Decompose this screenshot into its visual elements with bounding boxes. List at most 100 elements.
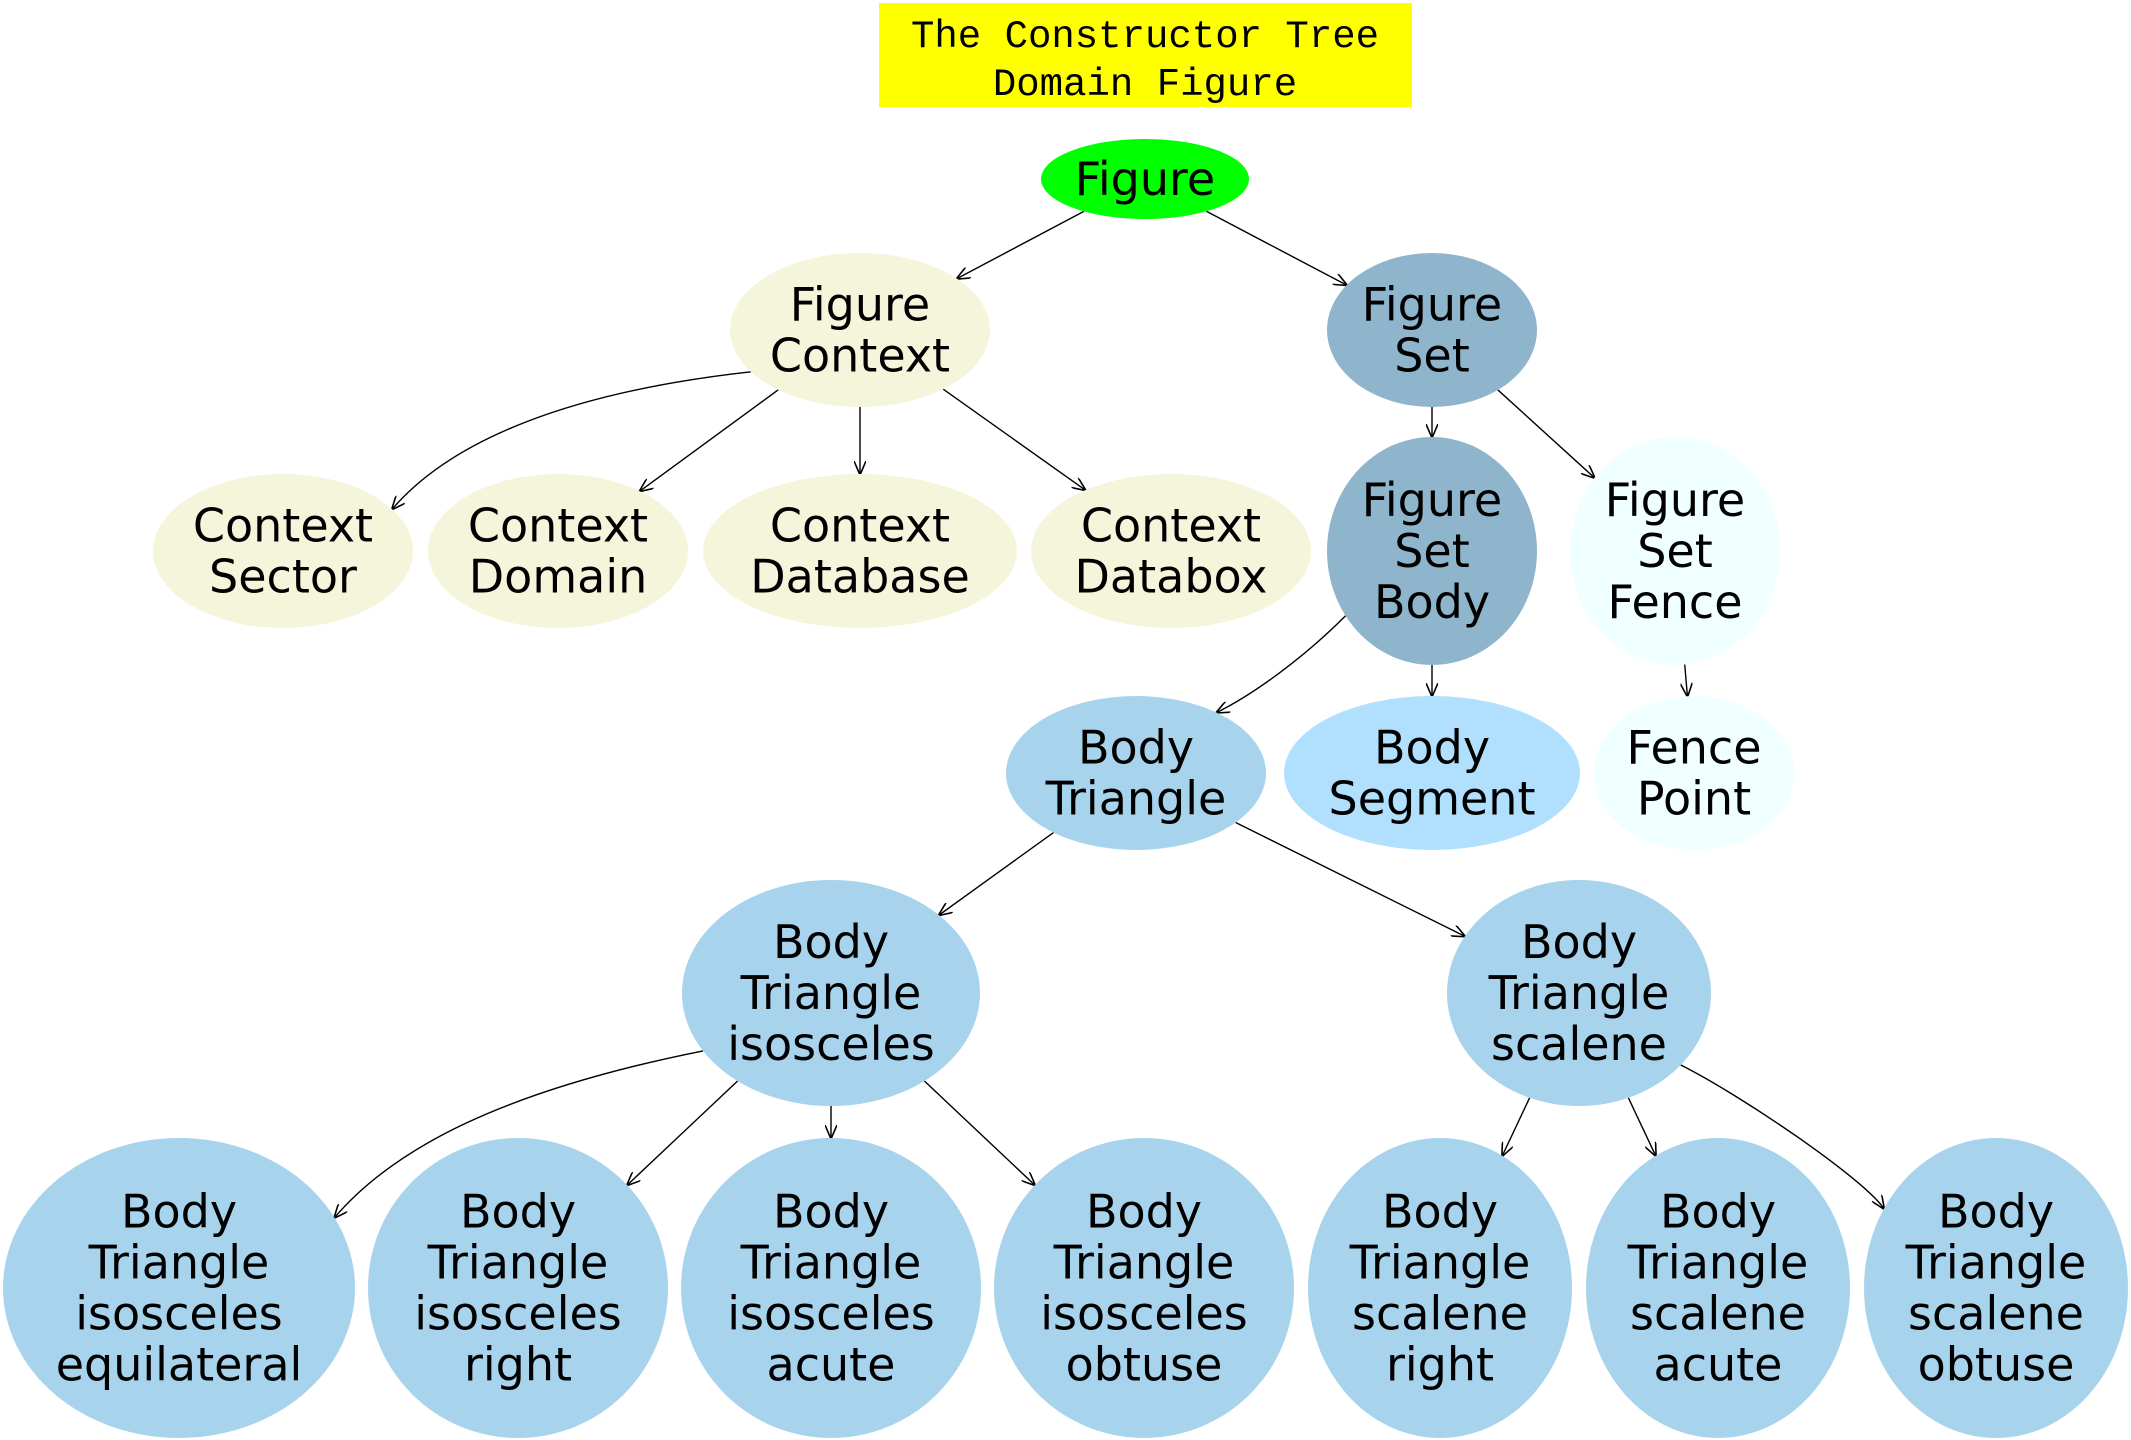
- node-shape-context-sector: [153, 474, 413, 628]
- node-shape-body-segment: [1284, 696, 1580, 850]
- node-label-scalene-acute-line-2: scalene: [1630, 1287, 1806, 1341]
- node-label-figure-line-0: Figure: [1075, 152, 1215, 206]
- node-label-isosceles-equilateral-line-3: equilateral: [56, 1338, 303, 1392]
- edge-figure-set-to-figure-set-fence: [1497, 389, 1595, 478]
- node-label-isosceles-obtuse-line-2: isosceles: [1040, 1287, 1248, 1341]
- node-label-isosceles-acute-line-3: acute: [767, 1338, 896, 1392]
- node-shape-scalene-acute: [1586, 1138, 1850, 1438]
- node-label-isosceles-right-line-2: isosceles: [414, 1287, 622, 1341]
- node-shape-context-databox: [1031, 474, 1311, 628]
- node-label-scalene-obtuse-line-2: scalene: [1908, 1287, 2084, 1341]
- node-label-figure-context-line-1: Context: [770, 329, 950, 383]
- edge-figure-context-to-context-databox: [942, 388, 1085, 490]
- node-label-isosceles-obtuse-line-0: Body: [1086, 1185, 1202, 1239]
- node-shape-figure-context: [730, 253, 990, 407]
- node-label-scalene-right-line-2: scalene: [1352, 1287, 1528, 1341]
- node-shape-figure-set-body: [1327, 437, 1537, 665]
- node-figure: Figure: [1041, 139, 1249, 219]
- node-label-isosceles-acute-line-1: Triangle: [740, 1236, 922, 1290]
- node-label-isosceles-equilateral-line-0: Body: [121, 1185, 237, 1239]
- node-shape-figure-set: [1327, 253, 1537, 407]
- node-label-figure-set-body-line-2: Body: [1374, 575, 1490, 629]
- node-label-scalene-right-line-0: Body: [1382, 1185, 1498, 1239]
- edge-figure-set-fence-to-fence-point: [1685, 664, 1688, 697]
- node-label-figure-set-fence-line-0: Figure: [1605, 473, 1745, 527]
- node-label-context-domain-line-1: Domain: [469, 550, 648, 604]
- edge-body-triangle-scalene-to-scalene-acute: [1627, 1097, 1655, 1156]
- node-shape-isosceles-acute: [681, 1138, 981, 1438]
- node-shape-body-triangle-isosceles: [682, 880, 980, 1106]
- node-shape-figure: [1041, 139, 1249, 219]
- node-label-body-triangle-scalene-line-2: scalene: [1491, 1017, 1667, 1071]
- node-label-context-databox-line-0: Context: [1081, 499, 1261, 553]
- node-shape-figure-set-fence: [1570, 437, 1780, 665]
- edge-body-triangle-to-body-triangle-isosceles: [939, 831, 1054, 916]
- node-label-isosceles-acute-line-2: isosceles: [727, 1287, 935, 1341]
- node-label-scalene-acute-line-1: Triangle: [1627, 1236, 1809, 1290]
- node-label-fence-point-line-0: Fence: [1627, 721, 1762, 775]
- edge-body-triangle-isosceles-to-isosceles-obtuse: [923, 1080, 1034, 1185]
- node-label-figure-set-line-0: Figure: [1362, 278, 1502, 332]
- node-shape-isosceles-right: [368, 1138, 668, 1438]
- node-shape-context-domain: [428, 474, 688, 628]
- node-shape-context-database: [703, 474, 1017, 628]
- node-layer: FigureFigureContextFigureSetContextSecto…: [3, 139, 2128, 1438]
- node-shape-body-triangle: [1006, 696, 1266, 850]
- node-label-figure-set-fence-line-1: Set: [1637, 524, 1713, 578]
- node-label-scalene-right-line-1: Triangle: [1349, 1236, 1531, 1290]
- node-label-fence-point-line-1: Point: [1637, 772, 1751, 826]
- node-label-context-database-line-1: Database: [750, 550, 970, 604]
- node-label-isosceles-equilateral-line-2: isosceles: [75, 1287, 283, 1341]
- node-label-body-triangle-line-0: Body: [1078, 721, 1194, 775]
- node-label-isosceles-acute-line-0: Body: [773, 1185, 889, 1239]
- edge-body-triangle-scalene-to-scalene-right: [1502, 1097, 1531, 1156]
- node-label-scalene-obtuse-line-0: Body: [1938, 1185, 2054, 1239]
- node-label-isosceles-obtuse-line-3: obtuse: [1066, 1338, 1223, 1392]
- edge-figure-set-body-to-body-triangle: [1217, 615, 1347, 713]
- node-label-body-triangle-isosceles-line-1: Triangle: [740, 966, 922, 1020]
- node-label-figure-set-body-line-0: Figure: [1362, 473, 1502, 527]
- node-label-scalene-right-line-3: right: [1386, 1338, 1494, 1392]
- node-label-scalene-obtuse-line-3: obtuse: [1918, 1338, 2075, 1392]
- node-label-body-triangle-scalene-line-0: Body: [1521, 915, 1637, 969]
- node-label-body-segment-line-1: Segment: [1329, 772, 1536, 826]
- node-label-figure-context-line-0: Figure: [790, 278, 930, 332]
- diagram-title: The Constructor Tree Domain Figure: [879, 3, 1412, 107]
- title-line-1: The Constructor Tree: [911, 15, 1379, 59]
- edge-figure-context-to-context-domain: [640, 389, 779, 491]
- node-label-isosceles-right-line-3: right: [464, 1338, 572, 1392]
- node-shape-isosceles-obtuse: [994, 1138, 1294, 1438]
- node-label-figure-set-fence-line-2: Fence: [1608, 575, 1743, 629]
- node-label-isosceles-right-line-0: Body: [460, 1185, 576, 1239]
- edge-body-triangle-scalene-to-scalene-obtuse: [1680, 1064, 1884, 1209]
- title-line-2: Domain Figure: [993, 63, 1297, 107]
- node-shape-fence-point: [1594, 696, 1794, 850]
- node-label-scalene-obtuse-line-1: Triangle: [1905, 1236, 2087, 1290]
- node-label-body-triangle-isosceles-line-2: isosceles: [727, 1017, 935, 1071]
- edge-body-triangle-isosceles-to-isosceles-equilateral: [334, 1050, 704, 1218]
- node-shape-isosceles-equilateral: [3, 1138, 355, 1438]
- edge-figure-context-to-context-sector: [392, 371, 751, 509]
- edge-body-triangle-isosceles-to-isosceles-right: [627, 1080, 739, 1185]
- node-label-scalene-acute-line-0: Body: [1660, 1185, 1776, 1239]
- edge-figure-to-figure-context: [957, 210, 1085, 278]
- node-shape-body-triangle-scalene: [1447, 880, 1711, 1106]
- node-label-isosceles-equilateral-line-1: Triangle: [88, 1236, 270, 1290]
- node-label-body-segment-line-0: Body: [1374, 721, 1490, 775]
- node-shape-scalene-obtuse: [1864, 1138, 2128, 1438]
- node-label-body-triangle-scalene-line-1: Triangle: [1488, 966, 1670, 1020]
